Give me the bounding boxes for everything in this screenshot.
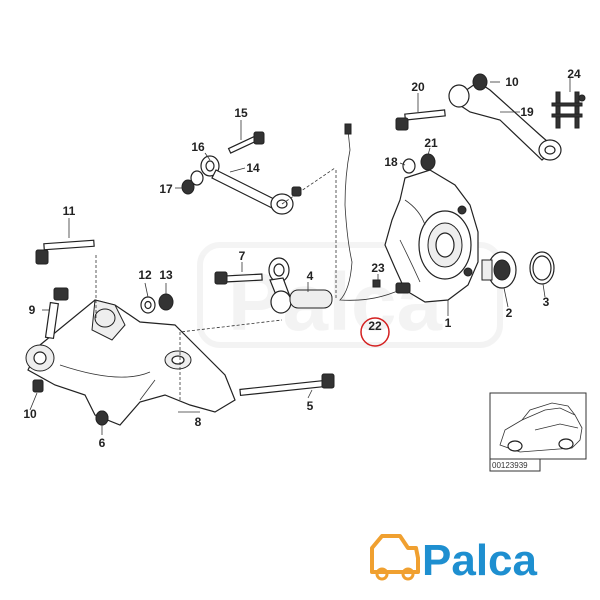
washer-part-16 <box>190 170 204 186</box>
label-20: 20 <box>411 80 425 94</box>
reference-code: 00123939 <box>492 461 528 470</box>
clip-part-24 <box>551 91 586 129</box>
label-19: 19 <box>520 105 534 119</box>
label-10-top: 10 <box>505 75 519 89</box>
part-labels: 20 10 24 19 15 21 18 16 14 17 11 7 4 23 … <box>23 67 581 450</box>
palca-logo: Palca <box>370 534 538 585</box>
nut-part-10-left <box>32 379 44 393</box>
wheel-carrier-part-1 <box>384 169 479 303</box>
control-arm-part-14 <box>200 155 294 215</box>
label-9: 9 <box>29 303 36 317</box>
palca-car-icon <box>370 534 420 574</box>
circlip-part-3 <box>529 251 555 285</box>
link-part-4 <box>268 257 333 314</box>
washer-part-18 <box>402 158 416 174</box>
label-3: 3 <box>543 295 550 309</box>
label-5: 5 <box>307 399 314 413</box>
highlight-circle-22 <box>360 317 390 347</box>
bolt-part-11 <box>35 239 95 265</box>
label-1: 1 <box>445 316 452 330</box>
bolt-part-7 <box>214 271 263 285</box>
label-22: 22 <box>368 319 382 333</box>
label-23: 23 <box>371 261 385 275</box>
bolt-part-5 <box>239 373 335 397</box>
label-14: 14 <box>246 161 260 175</box>
abs-sensor-cable-part-22 <box>339 123 411 301</box>
bolt-part-15 <box>227 131 265 154</box>
label-11: 11 <box>63 204 76 218</box>
nut-part-17 <box>181 179 195 195</box>
label-13: 13 <box>159 268 173 282</box>
bolt-near-14 <box>291 186 302 197</box>
label-10-bottom: 10 <box>23 407 37 421</box>
label-17: 17 <box>159 182 173 196</box>
label-7: 7 <box>239 249 246 263</box>
label-24: 24 <box>567 67 581 81</box>
label-4: 4 <box>307 269 314 283</box>
nut-part-10-top <box>472 73 488 91</box>
label-12: 12 <box>138 268 152 282</box>
label-2: 2 <box>506 306 513 320</box>
wheel-bearing-part-2 <box>481 251 517 289</box>
label-15: 15 <box>234 106 248 120</box>
label-6: 6 <box>99 436 106 450</box>
car-thumbnail: 00123939 <box>489 392 587 472</box>
bolt-part-23 <box>372 279 381 288</box>
nut-part-21 <box>420 153 436 171</box>
subframe-part-8 <box>25 299 236 426</box>
washer-part-12 <box>140 296 156 314</box>
palca-logo-text: Palca <box>422 536 538 585</box>
bolt-part-20 <box>395 109 446 131</box>
control-arm-part-19 <box>448 81 562 161</box>
nut-part-6 <box>95 410 109 426</box>
label-16: 16 <box>191 140 205 154</box>
label-18: 18 <box>384 155 398 169</box>
bolt-part-9 <box>44 287 69 340</box>
leader-lines <box>29 78 571 435</box>
label-8: 8 <box>195 415 202 429</box>
label-21: 21 <box>424 136 438 150</box>
nut-part-13 <box>158 293 174 311</box>
